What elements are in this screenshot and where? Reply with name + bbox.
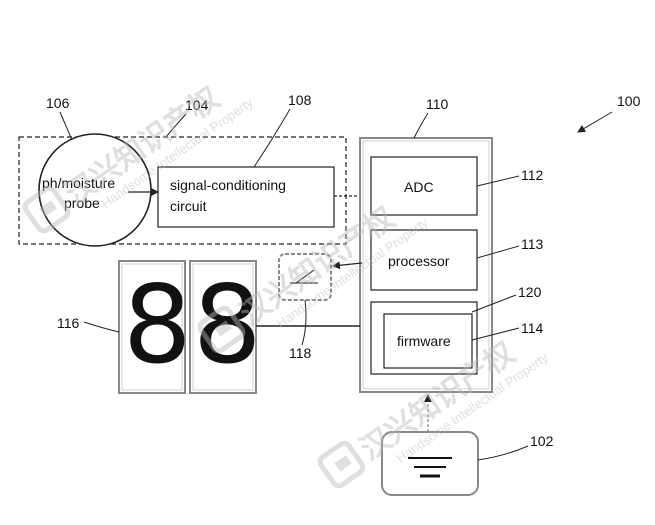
leader-100 xyxy=(577,111,613,133)
watermark-logo-icon xyxy=(22,185,71,234)
ref-106: 106 xyxy=(46,95,70,111)
leader-108 xyxy=(253,108,291,168)
sensor-box xyxy=(18,136,347,245)
ref-120: 120 xyxy=(518,284,542,300)
watermark-logo-icon xyxy=(317,440,366,489)
ref-114: 114 xyxy=(521,320,544,336)
signal-label-line2: circuit xyxy=(170,198,207,214)
leader-114 xyxy=(471,327,520,341)
firmware-box xyxy=(383,313,473,369)
ref-104: 104 xyxy=(185,97,209,113)
ref-110: 110 xyxy=(426,96,449,112)
ref-100: 100 xyxy=(617,93,641,109)
processor-box xyxy=(370,229,478,291)
leader-110 xyxy=(413,112,429,139)
leader-113 xyxy=(476,245,520,259)
leader-104 xyxy=(165,113,187,138)
ref-116: 116 xyxy=(57,315,80,331)
leader-106 xyxy=(59,111,73,141)
processor-label: processor xyxy=(388,253,450,269)
leader-112 xyxy=(476,175,520,187)
firmware-label: firmware xyxy=(397,333,451,349)
ref-102: 102 xyxy=(530,433,554,449)
leader-102 xyxy=(477,445,529,461)
leader-116 xyxy=(83,321,120,333)
battery-symbol-icon xyxy=(408,457,452,478)
leader-120 xyxy=(471,294,517,313)
signal-label-line1: signal-conditioning xyxy=(170,177,286,193)
watermark-logo-icon xyxy=(197,305,246,354)
ref-108: 108 xyxy=(288,92,312,108)
adc-box xyxy=(370,156,478,216)
display-digit-left: 8 xyxy=(123,263,192,388)
probe-label-line1: ph/moisture xyxy=(42,175,115,191)
display-digit-left-box xyxy=(118,260,186,394)
leader-118 xyxy=(301,299,307,346)
signal-conditioning-box xyxy=(157,166,335,228)
probe-label-line2: probe xyxy=(64,195,100,211)
ref-118: 118 xyxy=(289,345,312,361)
adc-label: ADC xyxy=(404,179,434,195)
display-digit-right: 8 xyxy=(193,263,262,388)
ref-112: 112 xyxy=(521,167,544,183)
display-digit-right-box xyxy=(189,260,257,394)
switch-symbol-icon xyxy=(290,269,318,284)
processor-to-switch-arrow xyxy=(332,261,363,270)
battery-box xyxy=(381,431,479,496)
ref-113: 113 xyxy=(521,236,544,252)
